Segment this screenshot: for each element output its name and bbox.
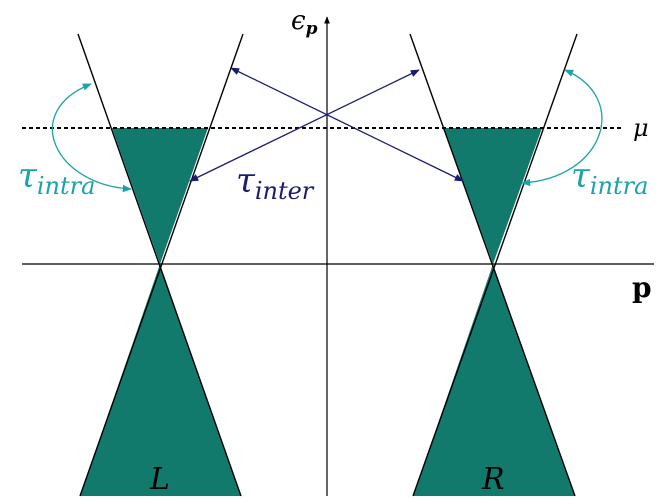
mu-label: μ <box>633 114 649 142</box>
right-upper-filled-region <box>444 128 542 264</box>
right-lower-filled-region <box>413 264 575 496</box>
intra-arrow-right <box>521 69 603 187</box>
tau-intra-right-symbol: τ <box>571 156 591 196</box>
left-upper-filled-region <box>112 128 208 264</box>
tau-intra-left-label: τintra <box>18 156 95 200</box>
tau-intra-right-label: τintra <box>571 156 648 200</box>
left-lower-filled-region <box>80 264 241 496</box>
y-axis-symbol: ϵ <box>291 6 306 36</box>
tau-intra-left-symbol: τ <box>18 156 38 196</box>
intra-arrow-left <box>51 83 132 193</box>
tau-intra-left-subscript: intra <box>37 172 96 200</box>
cone-label-left: L <box>149 462 170 497</box>
y-axis-subscript: p <box>306 19 318 39</box>
inter-arrow-2 <box>189 69 420 182</box>
tau-inter-symbol: τ <box>236 161 256 201</box>
x-axis-label: p <box>632 271 652 304</box>
tau-intra-right-subscript: intra <box>590 172 649 200</box>
cone-label-right: R <box>481 462 505 497</box>
tau-inter-label: τinter <box>236 161 315 205</box>
tau-inter-subscript: inter <box>255 177 315 205</box>
y-axis-label: ϵp <box>291 6 318 39</box>
